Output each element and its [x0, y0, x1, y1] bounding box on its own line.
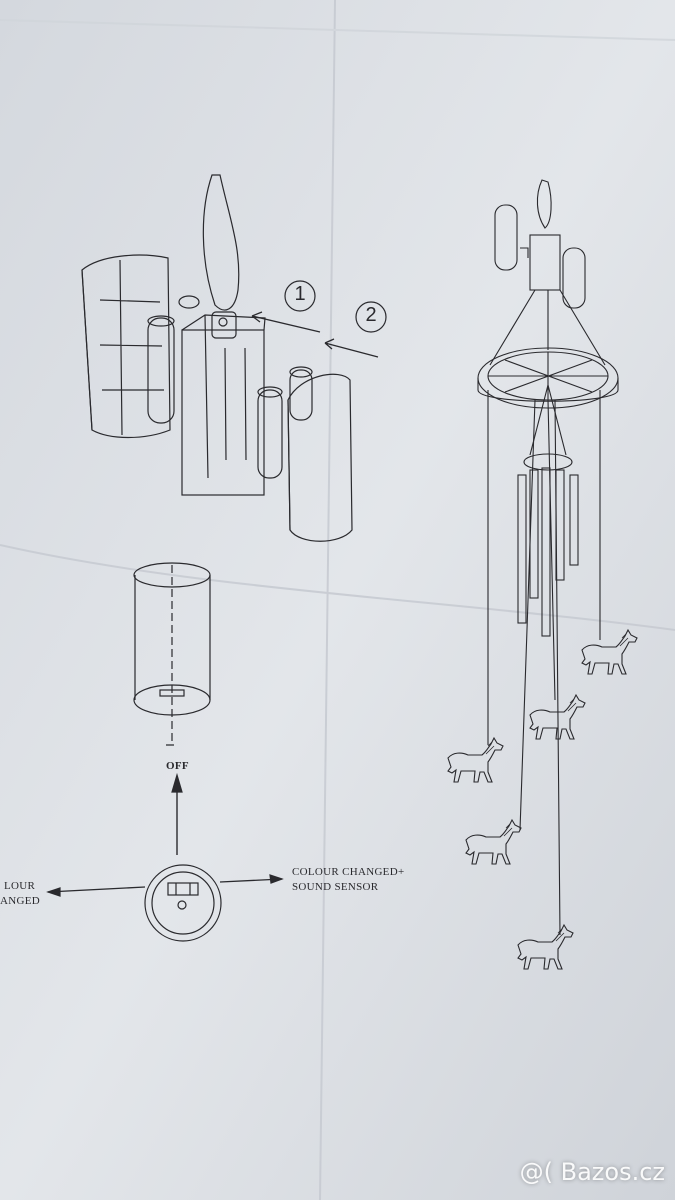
- battery-cylinder-2: [257, 389, 283, 479]
- right-label-line1: COLOUR CHANGED+: [292, 866, 405, 878]
- assembly-arrows: [251, 311, 379, 358]
- step-2-circle: [355, 301, 387, 333]
- switch-ring-outer: [144, 864, 222, 942]
- left-label-line2: ANGED: [0, 895, 40, 907]
- chime-lower-ring: [523, 453, 573, 471]
- battery-cylinder-1: [147, 317, 175, 424]
- mini-flame: [536, 179, 552, 229]
- battery-cylinder-3: [289, 369, 313, 421]
- watermark: @( Bazos.cz: [519, 1158, 665, 1186]
- flame-shape: [202, 174, 240, 311]
- right-housing-half: [287, 373, 353, 542]
- switch-ring-inner: [151, 871, 215, 935]
- off-label: OFF: [166, 760, 189, 772]
- wind-chime-diagram: [447, 179, 638, 970]
- battery-assembly-diagram: [81, 174, 387, 542]
- switch-cylinder-diagram: [46, 562, 284, 942]
- left-housing-half: [81, 254, 171, 439]
- battery-top-1: [178, 295, 200, 309]
- step-2-label: 2: [365, 304, 377, 326]
- chime-tubes: [517, 467, 579, 637]
- right-label-line2: SOUND SENSOR: [292, 881, 379, 893]
- cylinder-body: [134, 575, 211, 700]
- hanging-strings: [487, 390, 601, 936]
- ring-spokes: [488, 352, 608, 400]
- battery-holder: [181, 329, 265, 496]
- direction-arrow-left: [47, 886, 146, 893]
- switch-slider: [167, 882, 199, 896]
- step-1-circle: [284, 280, 316, 312]
- switch-tab: [211, 311, 237, 339]
- left-label-line1: LOUR: [4, 880, 36, 892]
- step-1-label: 1: [294, 283, 306, 305]
